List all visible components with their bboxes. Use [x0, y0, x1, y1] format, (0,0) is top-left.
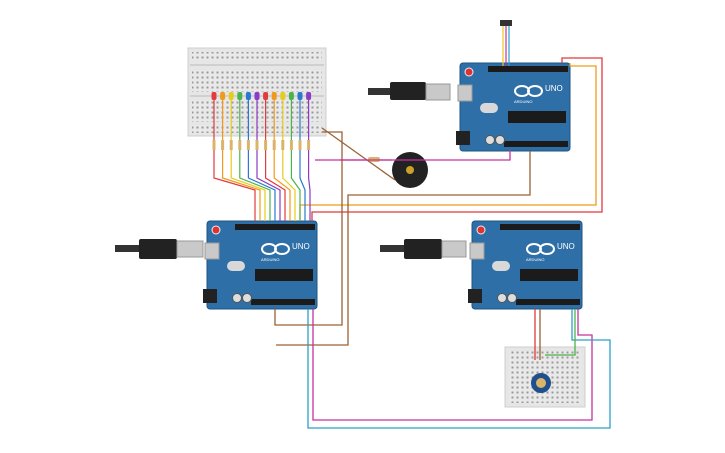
- wire-green: [545, 309, 576, 356]
- board-label: UNO: [557, 242, 575, 251]
- wire-magenta: [315, 150, 511, 161]
- led-orange[interactable]: [271, 92, 277, 150]
- sensor-top[interactable]: [500, 20, 512, 66]
- arduino-middle-right[interactable]: UNO ARDUINO: [467, 220, 583, 310]
- led-red[interactable]: [211, 92, 217, 150]
- led-row: [211, 92, 312, 150]
- led-blue[interactable]: [245, 92, 251, 150]
- board-label: UNO: [292, 242, 310, 251]
- led-green[interactable]: [288, 92, 294, 150]
- led-orange[interactable]: [220, 92, 226, 150]
- wire-magenta-2: [312, 309, 593, 421]
- led-yellow[interactable]: [280, 92, 286, 150]
- usb-cable-middle-right[interactable]: [380, 239, 467, 259]
- usb-cables: [115, 82, 467, 259]
- usb-cable-middle-left[interactable]: [115, 239, 204, 259]
- led-wire-purple: [256, 150, 281, 221]
- led-wire-red: [265, 150, 286, 221]
- board-brand: ARDUINO: [261, 257, 279, 262]
- wire-cyan: [307, 309, 611, 429]
- led-blue[interactable]: [297, 92, 303, 150]
- led-purple[interactable]: [254, 92, 260, 150]
- led-red[interactable]: [263, 92, 269, 150]
- led-wires: [213, 150, 311, 221]
- wire-brown-2: [276, 151, 531, 346]
- led-wire-yellow: [230, 150, 266, 221]
- led-wire-blue: [247, 150, 276, 221]
- board-brand: ARDUINO: [514, 99, 532, 104]
- wires: [274, 57, 611, 429]
- board-label: UNO: [545, 84, 563, 93]
- arduino-middle-left[interactable]: UNO ARDUINO: [202, 220, 318, 310]
- wire-brown: [274, 131, 343, 326]
- piezo-buzzer[interactable]: [392, 152, 428, 188]
- usb-cable-top[interactable]: [368, 82, 451, 101]
- arduino-top-right[interactable]: UNO ARDUINO: [455, 62, 571, 152]
- led-wire-green: [239, 150, 271, 221]
- wire-brown-3: [321, 127, 396, 181]
- led-green[interactable]: [237, 92, 243, 150]
- potentiometer[interactable]: [531, 373, 551, 393]
- led-wire-green: [290, 150, 301, 221]
- led-wire-yellow: [282, 150, 296, 221]
- board-brand: ARDUINO: [526, 257, 544, 262]
- led-yellow[interactable]: [228, 92, 234, 150]
- led-wire-orange: [273, 150, 291, 221]
- led-wire-blue: [299, 150, 306, 221]
- led-wire-purple: [308, 150, 311, 221]
- led-purple[interactable]: [306, 92, 312, 150]
- wire-red: [311, 57, 603, 221]
- led-wire-orange: [222, 150, 261, 221]
- led-wire-red: [213, 150, 256, 221]
